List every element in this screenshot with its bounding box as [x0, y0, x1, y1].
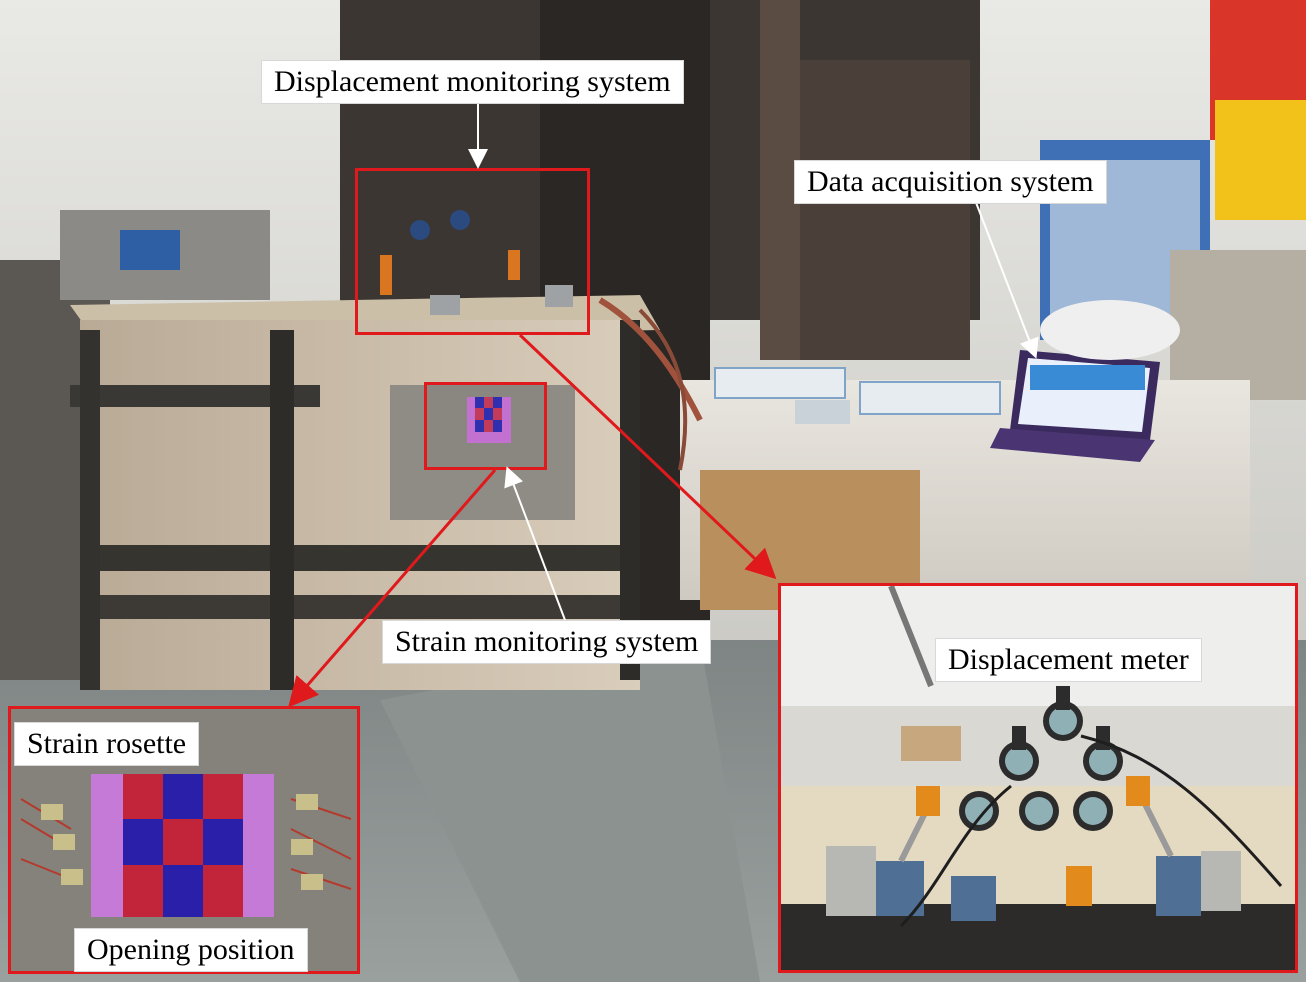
pointer-data-acquisition: [974, 199, 1039, 359]
arrow-to-strain-inset: [288, 469, 497, 708]
displacement-system-frame: [355, 168, 590, 335]
label-opening-position: Opening position: [74, 928, 308, 972]
label-displacement-meter: Displacement meter: [935, 638, 1202, 682]
arrow-to-displacement-inset: [518, 333, 777, 580]
strain-system-frame: [424, 382, 547, 470]
displacement-meter-image: [781, 586, 1295, 970]
label-strain-monitoring-system: Strain monitoring system: [382, 620, 712, 664]
displacement-meter-inset: [778, 583, 1298, 973]
label-displacement-monitoring-system: Displacement monitoring system: [261, 60, 684, 104]
label-data-acquisition-system: Data acquisition system: [794, 160, 1107, 204]
pointer-strain-system: [504, 466, 566, 621]
label-strain-rosette: Strain rosette: [14, 722, 200, 766]
strain-patch-thumbnail: [427, 385, 544, 467]
